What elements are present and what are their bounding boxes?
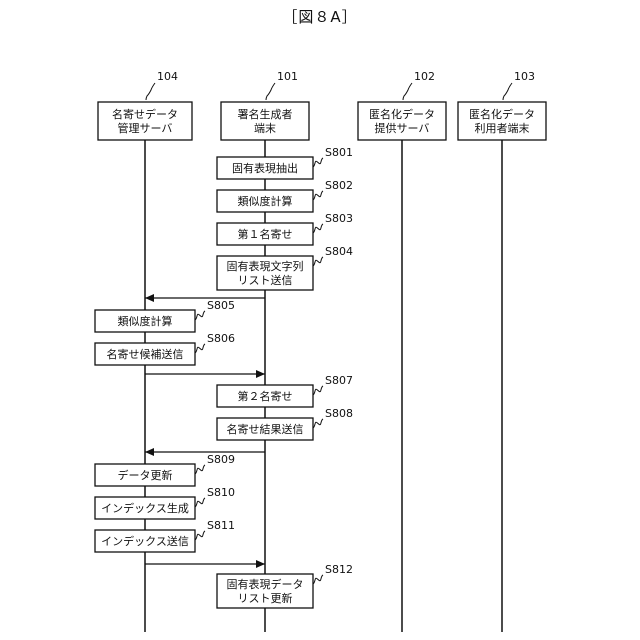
step-label: S807 xyxy=(325,374,353,387)
step-leader xyxy=(195,465,205,474)
step-text: 第２名寄せ xyxy=(238,389,293,403)
step-text: データ更新 xyxy=(118,468,173,482)
reference-leader xyxy=(503,83,512,100)
lifelines xyxy=(145,140,502,632)
step-leader xyxy=(195,311,205,320)
step-label: S804 xyxy=(325,245,353,258)
reference-number: 103 xyxy=(514,70,535,83)
step-S805: 類似度計算 S805 xyxy=(95,299,235,332)
participant-label: 端末 xyxy=(254,121,276,135)
step-leader xyxy=(313,575,323,584)
participant-103: 匿名化データ利用者端末 103 xyxy=(458,70,546,140)
participant-102: 匿名化データ提供サーバ 102 xyxy=(358,70,446,140)
step-S810: インデックス生成 S810 xyxy=(95,486,235,519)
participant-label: 匿名化データ xyxy=(369,107,435,121)
step-S801: 固有表現抽出 S801 xyxy=(217,146,353,179)
step-text: 固有表現抽出 xyxy=(232,161,298,175)
step-S804: 固有表現文字列リスト送信 S804 xyxy=(217,245,353,290)
step-leader xyxy=(195,498,205,507)
step-S812: 固有表現データリスト更新 S812 xyxy=(217,563,353,608)
participant-104: 名寄せデータ管理サーバ 104 xyxy=(98,70,192,140)
step-S802: 類似度計算 S802 xyxy=(217,179,353,212)
step-text: 名寄せ結果送信 xyxy=(227,422,304,436)
step-leader xyxy=(313,191,323,200)
step-S808: 名寄せ結果送信 S808 xyxy=(217,407,353,440)
step-label: S809 xyxy=(207,453,235,466)
step-label: S802 xyxy=(325,179,353,192)
step-text: 類似度計算 xyxy=(238,194,293,208)
step-text: インデックス送信 xyxy=(101,534,189,548)
reference-leader xyxy=(146,83,155,100)
step-text: 固有表現データ xyxy=(227,577,304,591)
step-S806: 名寄せ候補送信 S806 xyxy=(95,332,235,365)
participant-label: 匿名化データ xyxy=(469,107,535,121)
reference-number: 104 xyxy=(157,70,178,83)
participant-label: 管理サーバ xyxy=(118,121,173,135)
step-S807: 第２名寄せ S807 xyxy=(217,374,353,407)
step-text: インデックス生成 xyxy=(101,501,189,515)
step-text: 固有表現文字列 xyxy=(227,259,304,273)
step-text: 名寄せ候補送信 xyxy=(107,347,184,361)
participant-label: 利用者端末 xyxy=(475,121,530,135)
step-label: S806 xyxy=(207,332,235,345)
step-label: S803 xyxy=(325,212,353,225)
step-leader xyxy=(313,257,323,266)
participants: 名寄せデータ管理サーバ104署名生成者端末101匿名化データ提供サーバ102匿名… xyxy=(98,70,546,140)
reference-leader xyxy=(266,83,275,100)
participant-label: 名寄せデータ xyxy=(112,107,178,121)
participant-label: 提供サーバ xyxy=(375,121,430,135)
steps: 固有表現抽出 S801 類似度計算 S802 第１名寄せ S803 固有表現文字列リスト送信… xyxy=(95,146,353,608)
step-label: S812 xyxy=(325,563,353,576)
step-text: 類似度計算 xyxy=(118,314,173,328)
step-S811: インデックス送信 S811 xyxy=(95,519,235,552)
reference-number: 102 xyxy=(414,70,435,83)
participant-label: 署名生成者 xyxy=(238,107,293,121)
step-leader xyxy=(313,419,323,428)
step-text: 第１名寄せ xyxy=(238,227,293,241)
step-S809: データ更新 S809 xyxy=(95,453,235,486)
reference-number: 101 xyxy=(277,70,298,83)
step-label: S810 xyxy=(207,486,235,499)
step-leader xyxy=(313,386,323,395)
step-label: S805 xyxy=(207,299,235,312)
participant-101: 署名生成者端末 101 xyxy=(221,70,309,140)
step-leader xyxy=(313,224,323,233)
step-label: S811 xyxy=(207,519,235,532)
step-label: S801 xyxy=(325,146,353,159)
reference-leader xyxy=(403,83,412,100)
step-text: リスト送信 xyxy=(238,273,293,287)
step-leader xyxy=(313,158,323,167)
step-S803: 第１名寄せ S803 xyxy=(217,212,353,245)
step-leader xyxy=(195,531,205,540)
step-text: リスト更新 xyxy=(238,591,293,605)
step-leader xyxy=(195,344,205,353)
step-label: S808 xyxy=(325,407,353,420)
